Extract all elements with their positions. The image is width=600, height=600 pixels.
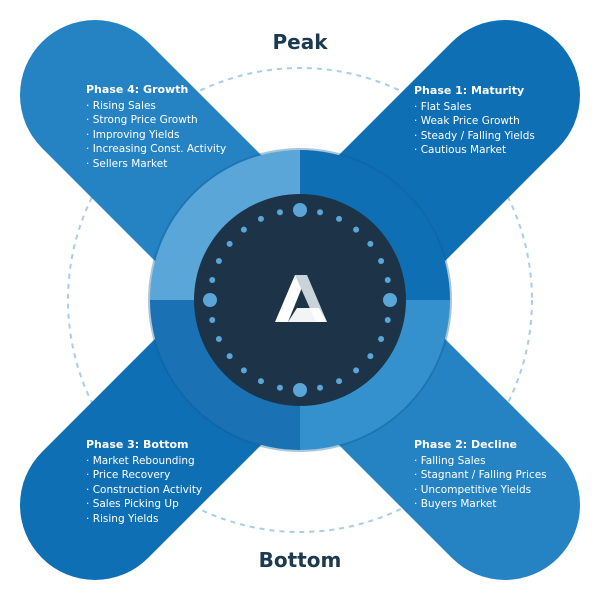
dashed-cycle-ring (67, 67, 533, 533)
hub-dot (215, 257, 222, 264)
phase-item: Uncompetitive Yields (414, 483, 547, 497)
hub-dot (353, 226, 360, 233)
phase-growth-block: Phase 4: Growth Rising Sales Strong Pric… (86, 83, 226, 171)
phase-item: Falling Sales (414, 454, 547, 468)
hub-dot (209, 276, 216, 283)
phase-items: Falling Sales Stagnant / Falling Prices … (414, 454, 547, 512)
hub-dot (276, 384, 283, 391)
hub-dot (336, 378, 343, 385)
phase-bottom-block: Phase 3: Bottom Market Rebounding Price … (86, 438, 202, 526)
phase-item: Rising Yields (86, 512, 202, 526)
hub-dot (378, 336, 385, 343)
phase-item: Strong Price Growth (86, 113, 226, 127)
hub-dot-large (293, 383, 307, 397)
hub-dot (240, 226, 247, 233)
phase-item: Rising Sales (86, 99, 226, 113)
hub-dot (353, 367, 360, 374)
hub-dot (317, 209, 324, 216)
center-hub (194, 194, 406, 406)
hub-dot-large (293, 203, 307, 217)
hub-dot-large (203, 293, 217, 307)
phase-title: Phase 1: Maturity (414, 84, 525, 97)
phase-items: Rising Sales Strong Price Growth Improvi… (86, 99, 227, 171)
hub-dot (384, 276, 391, 283)
phase-title: Phase 2: Decline (414, 438, 517, 451)
phase-item: Stagnant / Falling Prices (414, 468, 547, 482)
triangle-logo-icon (275, 275, 327, 322)
hub-dots (203, 203, 397, 397)
hub-dot (276, 209, 283, 216)
phase-item: Increasing Const. Activity (86, 142, 227, 156)
phase-items: Market Rebounding Price Recovery Constru… (86, 454, 202, 526)
bottom-label: Bottom (258, 548, 342, 572)
phase-title: Phase 4: Growth (86, 83, 189, 96)
hub-dot (384, 317, 391, 324)
hub-dot (367, 240, 374, 247)
phase-item: Improving Yields (86, 128, 226, 142)
hub-dot (209, 317, 216, 324)
phase-decline-block: Phase 2: Decline Falling Sales Stagnant … (414, 438, 547, 512)
phase-item: Cautious Market (414, 143, 535, 157)
phase-item: Market Rebounding (86, 454, 202, 468)
hub-dot (317, 384, 324, 391)
phase-items: Flat Sales Weak Price Growth Steady / Fa… (414, 100, 535, 158)
hub-dot (215, 336, 222, 343)
phase-item: Weak Price Growth (414, 114, 535, 128)
hub-dot (226, 353, 233, 360)
hub-dot-large (383, 293, 397, 307)
phase-item: Flat Sales (414, 100, 535, 114)
phase-item: Construction Activity (86, 483, 202, 497)
hub-dot (240, 367, 247, 374)
hub-dot (257, 378, 264, 385)
hub-dot (367, 353, 374, 360)
phase-item: Sellers Market (86, 157, 226, 171)
phase-item: Sales Picking Up (86, 497, 202, 511)
phase-item: Price Recovery (86, 468, 202, 482)
hub-dot (257, 215, 264, 222)
hub-dot (378, 257, 385, 264)
hub-dot (336, 215, 343, 222)
peak-label: Peak (272, 30, 328, 54)
phase-item: Steady / Falling Yields (414, 129, 535, 143)
hub-dot (226, 240, 233, 247)
phase-maturity-block: Phase 1: Maturity Flat Sales Weak Price … (414, 84, 535, 158)
phase-item: Buyers Market (414, 497, 547, 511)
phase-title: Phase 3: Bottom (86, 438, 189, 451)
